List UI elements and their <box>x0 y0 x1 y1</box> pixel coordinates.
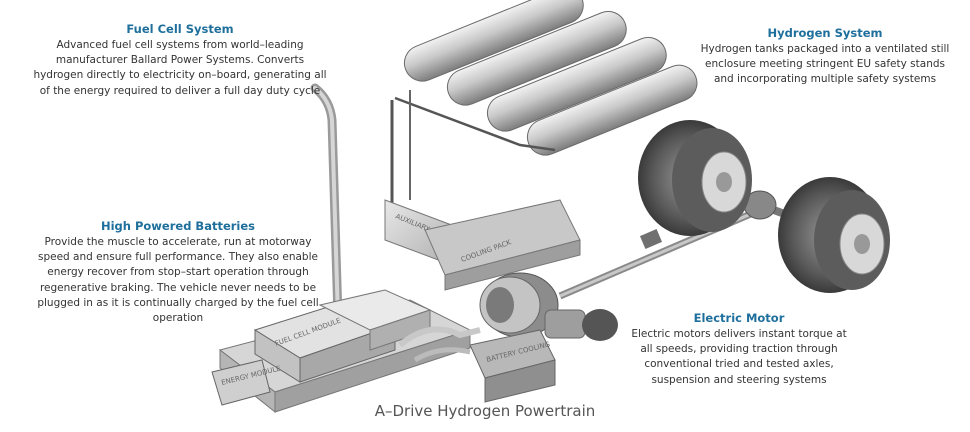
wheel-rear-right <box>778 177 890 293</box>
wheel-rear-left <box>638 120 752 236</box>
diagram-caption: A–Drive Hydrogen Powertrain <box>374 402 596 420</box>
annotation-motor: Electric Motor Electric motors delivers … <box>628 311 850 388</box>
energy-module: ENERGY MODULE <box>211 359 282 406</box>
annotation-body: Advanced fuel cell systems from world–le… <box>33 39 327 97</box>
annotation-title: Fuel Cell System <box>126 22 234 36</box>
electric-motor <box>479 272 618 341</box>
annotation-body: Electric motors delivers instant torque … <box>631 328 847 386</box>
annotation-body: Hydrogen tanks packaged into a ventilate… <box>700 43 950 86</box>
annotation-title: High Powered Batteries <box>100 219 256 233</box>
annotation-body: Provide the muscle to accelerate, run at… <box>37 236 319 325</box>
vent-pipe <box>310 83 343 323</box>
battery-cooling-box: BATTERY COOLING <box>469 329 556 403</box>
annotation-fuel-cell: Fuel Cell System Advanced fuel cell syst… <box>30 22 330 99</box>
annotation-title: Hydrogen System <box>767 26 883 40</box>
coolant-pipes <box>398 326 481 363</box>
annotation-hydrogen: Hydrogen System Hydrogen tanks packaged … <box>700 26 950 88</box>
annotation-title: Electric Motor <box>693 311 785 325</box>
hydrogen-tanks <box>390 0 698 217</box>
cooling-pack: COOLING PACK <box>424 199 581 291</box>
annotation-batteries: High Powered Batteries Provide the muscl… <box>28 219 328 326</box>
